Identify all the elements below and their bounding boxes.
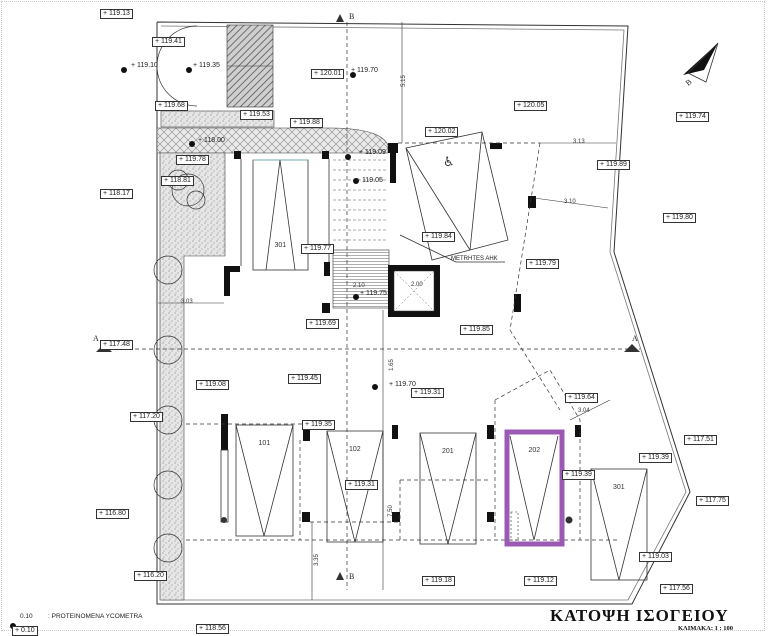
spot-level: + 119.09 bbox=[359, 149, 386, 156]
spot-markers bbox=[10, 67, 378, 629]
level-box: + 119.45 bbox=[288, 374, 321, 384]
parking-slot-label: 102 bbox=[349, 446, 361, 453]
plot-boundary bbox=[156, 21, 691, 605]
parking-slot-102 bbox=[326, 430, 384, 543]
dimension-label: 3.10 bbox=[564, 199, 576, 205]
meters-label: METRHTES AHK bbox=[451, 256, 498, 262]
level-box: + 119.84 bbox=[422, 232, 455, 242]
level-box: + 117.51 bbox=[684, 435, 717, 445]
walls bbox=[221, 143, 581, 522]
level-box: + 119.41 bbox=[152, 37, 185, 47]
level-box: + 119.03 bbox=[639, 552, 672, 562]
level-box: + 119.53 bbox=[240, 110, 273, 120]
level-box: + 119.88 bbox=[290, 118, 323, 128]
wheelchair-icon: ♿ bbox=[443, 155, 455, 170]
parking-slot-201 bbox=[419, 432, 477, 545]
dimension-label: 1.65 bbox=[388, 359, 395, 371]
parking-slot-label: 301 bbox=[613, 484, 625, 491]
spot-level: + 119.05 bbox=[356, 177, 383, 184]
level-box: + 117.48 bbox=[100, 340, 133, 350]
level-box: + 118.56 bbox=[196, 624, 229, 634]
parking-slot-label: 202 bbox=[528, 447, 541, 454]
section-a-right: A bbox=[632, 334, 638, 343]
spot-level: + 119.10 bbox=[131, 62, 158, 69]
staircase bbox=[332, 249, 390, 309]
level-box: + 0.10 bbox=[12, 626, 38, 636]
level-box: + 119.39 bbox=[562, 470, 595, 480]
legend-text: : PROTEINOMENA YCOMETRA bbox=[48, 613, 143, 620]
level-box: + 116.20 bbox=[134, 571, 167, 581]
dimension-label: 3.04 bbox=[578, 408, 590, 414]
parking-slot-label: 201 bbox=[442, 448, 454, 455]
parking-slot-202 bbox=[504, 429, 565, 547]
level-box: + 119.64 bbox=[565, 393, 598, 403]
level-box: + 119.31 bbox=[411, 388, 444, 398]
level-box: + 119.78 bbox=[176, 155, 209, 165]
level-box: + 120.01 bbox=[311, 69, 345, 79]
level-box: + 119.68 bbox=[155, 101, 188, 111]
level-box: + 119.89 bbox=[597, 160, 630, 170]
tree-icons bbox=[153, 169, 206, 563]
spot-level: + 119.35 bbox=[193, 62, 220, 69]
dimension-label: 2.00 bbox=[411, 282, 423, 288]
level-box: + 119.18 bbox=[422, 576, 455, 586]
level-box: + 119.79 bbox=[526, 259, 559, 269]
level-box: + 119.69 bbox=[306, 319, 339, 329]
level-box: + 119.77 bbox=[301, 244, 334, 254]
elevator bbox=[388, 265, 440, 317]
level-box: + 120.02 bbox=[425, 127, 459, 137]
level-box: + 119.80 bbox=[663, 213, 696, 223]
level-box: + 119.08 bbox=[196, 380, 229, 390]
dimension-label: 2.10 bbox=[353, 283, 365, 289]
level-box: + 119.85 bbox=[460, 325, 493, 335]
spot-level: + 119.70 bbox=[389, 381, 416, 388]
level-box: + 118.81 bbox=[161, 176, 194, 186]
spot-level: + 119.75 bbox=[360, 290, 387, 297]
level-box: + 119.39 bbox=[639, 453, 672, 463]
section-b-bottom: B bbox=[349, 572, 355, 581]
level-box: + 120.05 bbox=[514, 101, 548, 111]
parking-slot-301b bbox=[590, 468, 648, 581]
level-box: + 119.31 bbox=[345, 480, 378, 490]
section-a-left: A bbox=[93, 334, 99, 343]
north-arrow-icon bbox=[683, 42, 719, 83]
level-box: + 119.35 bbox=[302, 420, 335, 430]
dimension-label: 5.15 bbox=[400, 75, 407, 87]
section-b-top: B bbox=[349, 12, 355, 21]
spot-level: + 119.70 bbox=[351, 67, 378, 74]
dimension-label: 3.35 bbox=[313, 554, 320, 566]
dimension-label: 3.03 bbox=[181, 299, 193, 305]
legend-spot-value: 0.10 bbox=[20, 613, 33, 620]
parking-slot-101 bbox=[235, 424, 294, 537]
accessible-parking bbox=[399, 131, 509, 263]
level-box: + 117.20 bbox=[130, 412, 163, 422]
level-box: + 116.80 bbox=[96, 509, 129, 519]
level-box: + 117.56 bbox=[660, 584, 693, 594]
spot-level: + 118.00 bbox=[198, 137, 225, 144]
level-box: + 119.12 bbox=[524, 576, 557, 586]
dimension-label: 3.13 bbox=[573, 139, 585, 145]
drawing-title: ΚΑΤΟΨΗ ΙΣΟΓΕΙΟΥ bbox=[550, 606, 729, 625]
parking-slot-label: 101 bbox=[258, 440, 271, 447]
level-box: + 119.13 bbox=[100, 9, 133, 19]
level-box: + 117.75 bbox=[696, 496, 729, 506]
level-box: + 119.74 bbox=[676, 112, 709, 122]
drawing-scale: ΚΛΙΜΑΚΑ: 1 : 100 bbox=[678, 625, 734, 632]
parking-slots bbox=[235, 159, 648, 581]
parking-slot-301a bbox=[252, 159, 309, 271]
dimension-label: 7.50 bbox=[387, 505, 394, 517]
level-box: + 118.17 bbox=[100, 189, 133, 199]
legend-value: 0.10 bbox=[20, 613, 33, 620]
parking-slot-label: 301 bbox=[274, 242, 287, 249]
